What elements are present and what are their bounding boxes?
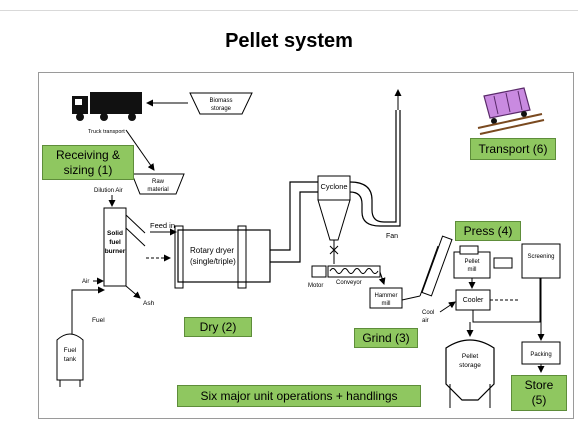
conveyor-label: Conveyor (336, 280, 362, 286)
hammer-mill-label-2: mill (382, 301, 391, 307)
cool-air-label-1: Cool (422, 310, 434, 316)
feed-in-label: Feed in (150, 221, 175, 230)
ash-label: Ash (143, 300, 155, 307)
cyclone (317, 175, 351, 201)
raw-material-shape (131, 173, 185, 195)
fuel-tank-label-1: Fuel (64, 347, 77, 354)
fuel-tank (56, 333, 84, 381)
pellet-storage (445, 339, 495, 401)
packing-label: Packing (530, 352, 551, 358)
biomass-storage-label-1: Biomass (209, 98, 232, 104)
raw-material-label-1: Raw (152, 179, 165, 185)
pellet-storage-label-1: Pellet (462, 353, 478, 360)
burner-label-3: burner (105, 248, 126, 255)
cyclone-label: Cyclone (320, 182, 347, 191)
dryer-label-1: Rotary dryer (190, 246, 234, 255)
truck-icon (72, 92, 142, 121)
step-receiving: Receiving &sizing (1) (42, 145, 134, 180)
hammer-mill (369, 287, 403, 309)
raw-material-label-2: material (147, 187, 168, 193)
truck-transport-label: Truck transport (88, 129, 125, 135)
rotary-dryer (177, 229, 271, 283)
cooler-label: Cooler (463, 297, 484, 304)
pellet-mill (453, 251, 491, 279)
burner-label-1: Solid (107, 230, 123, 237)
biomass-storage-shape (189, 92, 253, 115)
screening (521, 243, 561, 279)
step-press: Press (4) (455, 221, 521, 241)
step-transport: Transport (6) (470, 138, 556, 160)
fan-label: Fan (386, 233, 398, 240)
motor (311, 265, 327, 278)
cool-air-label-2: air (422, 318, 429, 324)
dryer-label-2: (single/triple) (190, 257, 236, 266)
rail-wagon-icon (477, 87, 545, 135)
hammer-mill-label-1: Hammer (374, 293, 397, 299)
screening-label: Screening (527, 254, 554, 260)
step-dry: Dry (2) (184, 317, 252, 337)
pellet-storage-label-2: storage (459, 362, 481, 369)
biomass-storage-label-2: storage (211, 106, 232, 112)
burner-label-2: fuel (109, 239, 121, 246)
dilution-air-label: Dilution Air (94, 188, 123, 194)
pellet-mill-label-1: Pellet (464, 259, 479, 265)
pellet-mill-label-2: mill (468, 267, 477, 273)
solid-fuel-burner (103, 207, 127, 287)
motor-label: Motor (308, 283, 323, 289)
page-title: Pellet system (225, 30, 353, 52)
footer-note: Six major unit operations + handlings (177, 385, 421, 407)
air-label: Air (82, 279, 89, 285)
step-grind: Grind (3) (354, 328, 418, 348)
fuel-tank-label-2: tank (64, 356, 77, 363)
fuel-label: Fuel (92, 317, 105, 324)
step-store: Store(5) (511, 375, 567, 411)
top-rule (0, 10, 578, 11)
